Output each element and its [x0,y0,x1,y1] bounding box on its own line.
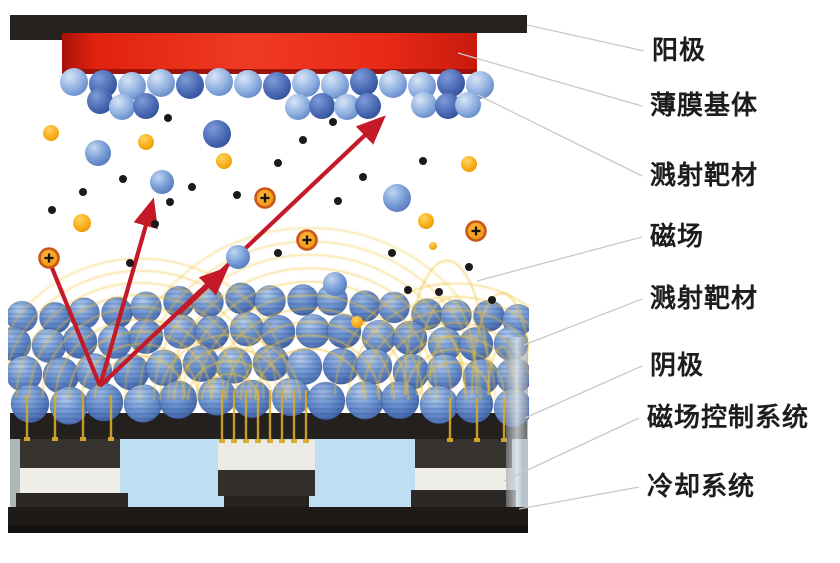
right-end-wall [506,337,528,507]
magnet-left [16,437,128,510]
label-sputtered-target-atoms: 溅射靶材 [650,161,759,190]
anode-bar-left-lip [10,30,62,40]
label-magnetic-field: 磁场 [650,222,705,251]
substrate-shadow [62,69,477,74]
bottom-assembly [8,413,528,533]
label-film-substrate: 薄膜基体 [650,91,759,120]
substrate-block [62,33,477,74]
label-cooling-system: 冷却系统 [647,472,756,501]
label-cathode: 阴极 [650,351,705,380]
label-anode: 阳极 [652,36,707,65]
magnet-middle [218,440,315,510]
label-sputtering-target: 溅射靶材 [650,284,759,313]
anode-bar [10,15,527,33]
label-field-control-system: 磁场控制系统 [647,403,810,432]
left-side-wall [10,437,20,507]
magnet-right [411,437,516,508]
base-plate-edge [8,525,528,533]
plasma-particles [38,114,496,328]
field-lines-vertical [24,390,507,443]
deposited-film-spheres [60,68,494,120]
top-assembly [10,15,527,74]
leader-lines [457,24,645,510]
